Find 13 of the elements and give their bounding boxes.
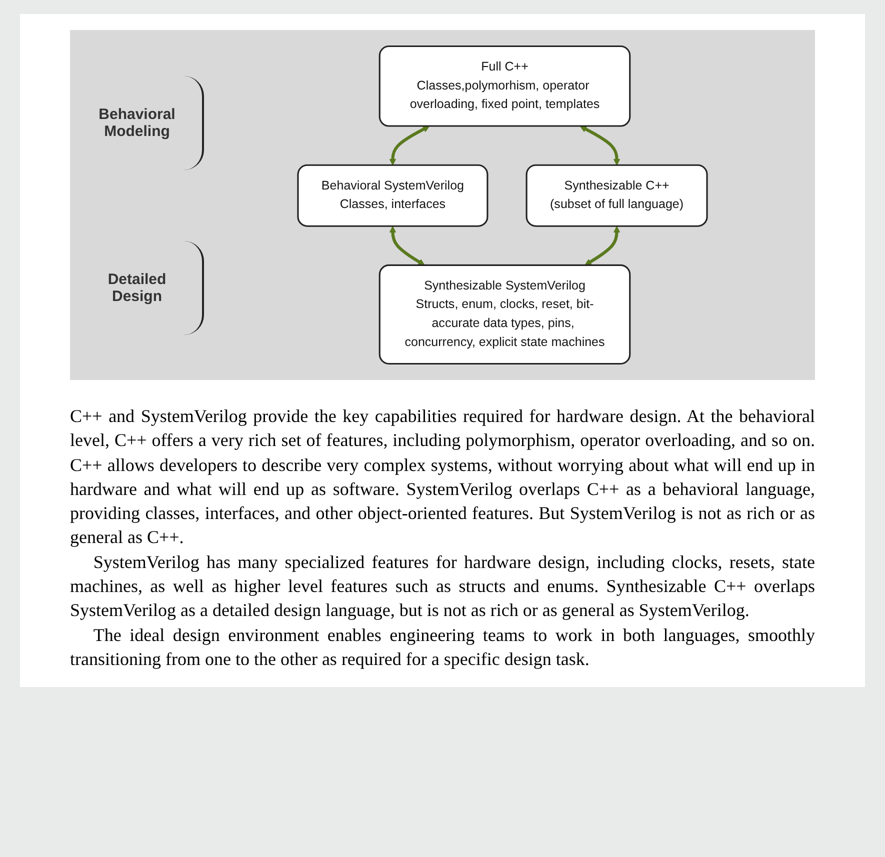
arrow: [584, 226, 620, 266]
node-box: Synthesizable C++ (subset of full language): [526, 164, 708, 227]
arrow: [580, 126, 620, 166]
body-paragraph: C++ and SystemVerilog provide the key capabilities required for hardware design. At the behavioral level, C++ offers a very rich set of features, including polymorphism, operator overloading, and so on. C++ allows developers to describe very complex systems, without worrying about what will end up in hardware and what will end up as software. SystemVerilog overlaps C++ as a behavioral language, providing classes, interfaces, and other object-oriented features. But SystemVerilog is not as rich or as general as C++.: [70, 405, 815, 550]
arrow: [389, 126, 430, 166]
body-paragraph: The ideal design environment enables engineering teams to work in both languages, smoothly transitioning from one to the other as required for a specific design task.: [70, 624, 815, 671]
node-box: Full C++ Classes,polymorhism, operator overloading, fixed point, templates: [378, 45, 631, 127]
row-label: Detailed Design: [84, 240, 204, 334]
node-box: Synthesizable SystemVerilog Structs, enum, clocks, reset, bit-accurate data types, pins, concurrency, explicit state machines: [378, 264, 631, 365]
arrow: [389, 226, 425, 266]
node-box: Behavioral SystemVerilog Classes, interfaces: [297, 164, 488, 227]
row-label: Behavioral Modeling: [84, 76, 204, 170]
body-paragraph: SystemVerilog has many specialized features for hardware design, including clocks, resets, state machines, as well as higher level features such as structs and enums. Synthesizable C++ overlaps SystemVerilog as a detailed design language, but is not as rich or as general as SystemVerilog.: [70, 550, 815, 622]
